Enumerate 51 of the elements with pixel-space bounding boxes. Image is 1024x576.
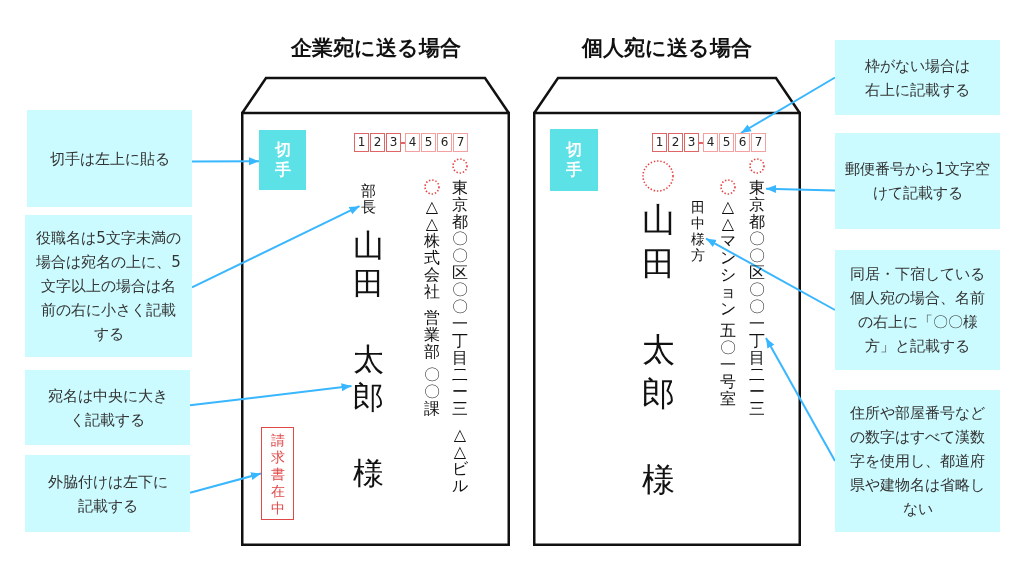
callout-box: 郵便番号から1文字空けて記載する — [835, 133, 1000, 229]
address-text: 五〇一号室 — [719, 322, 737, 407]
recipient-name-text: 様 — [351, 454, 385, 492]
recipient-name-text: 山田 — [640, 199, 676, 285]
recipient-name-text: 太郎 — [640, 329, 676, 415]
address-text: △△ビル — [451, 426, 469, 494]
postal-code-box: 1 — [652, 133, 667, 152]
postal-code-box: 7 — [751, 133, 766, 152]
company-text: △△株式会社 — [423, 198, 441, 300]
care-of-text: 田中様方 — [690, 199, 706, 263]
callout-box: 同居・下宿している個人宛の場合、名前の右上に「〇〇様方」と記載する — [835, 250, 1000, 370]
leader-arrow — [191, 205, 361, 289]
postal-code-box: 7 — [453, 133, 468, 152]
postal-code-box: 2 — [370, 133, 385, 152]
postal-code-box: 3 — [386, 133, 401, 152]
postal-code-box: 4 — [703, 133, 718, 152]
postal-code-box: 4 — [405, 133, 420, 152]
address-text: △△マンション — [719, 198, 737, 317]
leader-arrow — [191, 157, 260, 166]
callout-box: 宛名は中央に大きく記載する — [25, 370, 190, 445]
section-heading: 個人宛に送る場合 — [582, 35, 752, 62]
leader-arrow — [740, 76, 836, 134]
leader-arrow — [765, 336, 836, 462]
leader-arrow — [189, 472, 262, 494]
leader-arrow — [705, 237, 836, 311]
leader-arrow — [765, 185, 836, 194]
postal-code-box: 1 — [354, 133, 369, 152]
postal-code-box: 6 — [437, 133, 452, 152]
callout-box: 枠がない場合は右上に記載する — [835, 40, 1000, 115]
company-text: 〇〇課 — [423, 366, 441, 417]
postal-code-box: 5 — [421, 133, 436, 152]
stamp-field: 切手 — [259, 130, 306, 190]
leader-arrow — [189, 383, 353, 407]
section-heading: 企業宛に送る場合 — [290, 35, 461, 62]
recipient-name-text: 山田 — [351, 226, 385, 302]
address-text: 東京都〇〇区〇〇一丁目二ー三 — [748, 179, 766, 417]
recipient-name-text: 太郎 — [351, 340, 385, 416]
callout-box: 役職名は5文字未満の場合は宛名の上に、5文字以上の場合は名前の右に小さく記載する — [25, 215, 192, 357]
callout-box: 外脇付けは左下に記載する — [25, 455, 190, 532]
stamp-field: 切手 — [550, 129, 598, 191]
postal-code-box: 6 — [735, 133, 750, 152]
company-text: 営業部 — [423, 309, 441, 360]
enclosure-notice: 請求書在中 — [261, 427, 294, 520]
postal-code-box: 5 — [719, 133, 734, 152]
job-title-text: 部長 — [359, 183, 377, 215]
recipient-name-text: 様 — [640, 459, 676, 501]
postal-code-box: 2 — [668, 133, 683, 152]
address-text: 東京都〇〇区〇〇一丁目二ー三 — [451, 179, 469, 417]
callout-box: 切手は左上に貼る — [27, 110, 192, 207]
callout-box: 住所や部屋番号などの数字はすべて漢数字を使用し、都道府県や建物名は省略しない — [835, 390, 1000, 532]
postal-code-box: 3 — [684, 133, 699, 152]
